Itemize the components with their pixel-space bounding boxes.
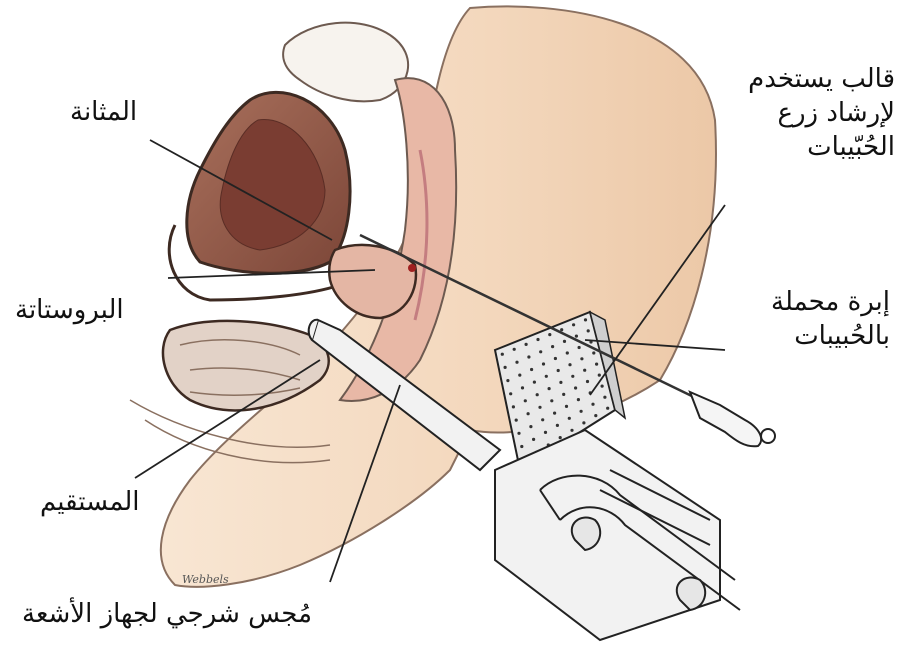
template-hole <box>565 405 568 408</box>
template-hole <box>520 445 523 448</box>
label-seed-needle: إبرة محملة بالحُبيبات <box>700 285 890 353</box>
template-hole <box>536 393 539 396</box>
template-hole <box>570 429 573 432</box>
pubic-bone <box>283 23 408 102</box>
template-hole <box>580 410 583 413</box>
template-hole <box>518 374 521 377</box>
template-hole <box>504 366 507 369</box>
template-hole <box>551 345 554 348</box>
template-hole <box>530 368 533 371</box>
template-hole <box>568 417 571 420</box>
template-hole <box>592 351 595 354</box>
template-hole <box>539 350 542 353</box>
stepper-apparatus <box>495 430 740 640</box>
template-hole <box>525 343 528 346</box>
template-hole <box>563 340 566 343</box>
label-template-line-2: لإرشاد زرع <box>710 96 895 130</box>
template-hole <box>527 355 530 358</box>
template-hole <box>578 346 581 349</box>
template-hole <box>606 407 609 410</box>
template-hole <box>515 361 518 364</box>
template-hole <box>542 362 545 365</box>
template-hole <box>527 412 530 415</box>
template-hole <box>538 406 541 409</box>
template-hole <box>513 348 516 351</box>
template-hole <box>529 425 532 428</box>
template-hole <box>601 385 604 388</box>
template-hole <box>548 387 551 390</box>
template-hole <box>553 412 556 415</box>
template-hole <box>545 375 548 378</box>
label-seed-needle-line-1: إبرة محملة <box>700 285 890 319</box>
template-hole <box>550 399 553 402</box>
template-hole <box>603 396 606 399</box>
template-hole <box>554 357 557 360</box>
template-hole <box>557 369 560 372</box>
label-template-line-3: الحُبّيبات <box>710 130 895 164</box>
template-hole <box>580 357 583 360</box>
template-hole <box>536 338 539 341</box>
template-hole <box>501 353 504 356</box>
artist-signature: Webbels <box>182 573 229 586</box>
template-hole <box>586 380 589 383</box>
template-hole <box>583 369 586 372</box>
template-hole <box>594 414 597 417</box>
template-hole <box>571 375 574 378</box>
template-hole <box>559 381 562 384</box>
label-prostate: البروستاتة <box>15 293 124 327</box>
template-hole <box>587 329 590 332</box>
template-hole <box>574 386 577 389</box>
template-hole <box>577 398 580 401</box>
template-hole <box>566 351 569 354</box>
template-hole <box>568 363 571 366</box>
template-hole <box>595 363 598 366</box>
artist-signature-text: Webbels <box>182 573 229 586</box>
template-hole <box>512 405 515 408</box>
label-template-line-1: قالب يستخدم <box>710 62 895 96</box>
template-hole <box>532 438 535 441</box>
label-template: قالب يستخدم لإرشاد زرع الحُبّيبات <box>710 62 895 164</box>
template-hole <box>521 386 524 389</box>
template-hole <box>572 323 575 326</box>
template-hole <box>591 403 594 406</box>
template-hole <box>598 374 601 377</box>
template-hole <box>506 379 509 382</box>
label-ultrasound-probe: مُجس شرجي لجهاز الأشعة <box>22 597 312 631</box>
label-seed-needle-line-2: بالحُبيبات <box>700 319 890 353</box>
template-hole <box>559 436 562 439</box>
template-hole <box>544 431 547 434</box>
template-hole <box>575 335 578 338</box>
template-hole <box>562 393 565 396</box>
template-hole <box>584 318 587 321</box>
template-hole <box>509 392 512 395</box>
template-hole <box>515 419 518 422</box>
template-hole <box>524 399 527 402</box>
template-hole <box>582 421 585 424</box>
template-hole <box>541 418 544 421</box>
template-hole <box>548 333 551 336</box>
template-hole <box>517 432 520 435</box>
label-bladder: المثانة <box>70 95 137 129</box>
label-rectum: المستقيم <box>40 485 140 519</box>
template-hole <box>556 424 559 427</box>
template-hole <box>560 328 563 331</box>
template-hole <box>533 381 536 384</box>
